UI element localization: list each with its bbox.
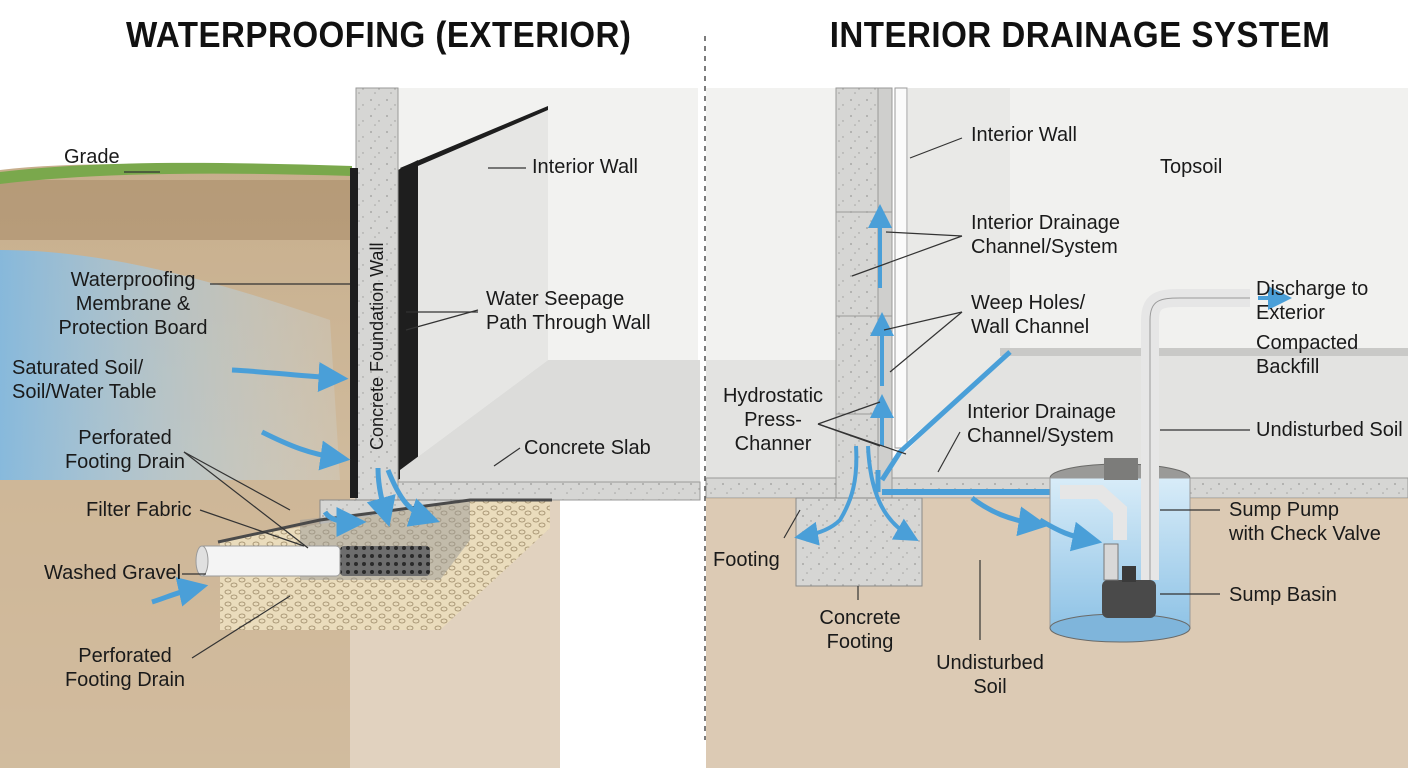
label-interior-drainage-channel-lower: Interior Drainage Channel/System (967, 401, 1116, 447)
label-concrete-foundation-wall: Concrete Foundation Wall (367, 242, 387, 450)
label-undisturbed-soil-bottom: Undisturbed Soil (936, 652, 1044, 698)
label-saturated-soil: Saturated Soil/ Soil/Water Table (12, 357, 157, 403)
label-interior-wall-left: Interior Wall (532, 156, 638, 178)
label-concrete-slab: Concrete Slab (524, 437, 651, 459)
label-sump-pump: Sump Pump with Check Valve (1229, 499, 1381, 545)
label-hydrostatic-pressure: Hydrostatic Press- Channer (722, 385, 824, 455)
label-sump-basin: Sump Basin (1229, 584, 1337, 606)
label-perforated-footing-drain-lower: Perforated Footing Drain (64, 645, 186, 691)
label-washed-gravel: Washed Gravel (44, 562, 182, 584)
title-exterior-waterproofing: WATERPROOFING (EXTERIOR) (125, 14, 632, 55)
label-weep-holes: Weep Holes/ Wall Channel (971, 292, 1090, 338)
label-compacted-backfill: Compacted Backfill (1256, 332, 1359, 378)
label-concrete-footing: Concrete Footing (819, 607, 901, 653)
label-interior-drainage-channel-upper: Interior Drainage Channel/System (971, 212, 1120, 258)
label-waterproofing-membrane: Waterproofing Membrane & Protection Boar… (58, 269, 208, 339)
label-undisturbed-soil-right: Undisturbed Soil (1256, 419, 1403, 441)
label-grade: Grade (64, 146, 120, 168)
label-footing: Footing (713, 549, 780, 571)
label-topsoil: Topsoil (1160, 156, 1223, 178)
label-interior-wall-right: Interior Wall (971, 124, 1077, 146)
label-water-seepage: Water Seepage Path Through Wall (486, 288, 651, 334)
label-perforated-footing-drain-upper: Perforated Footing Drain (64, 427, 186, 473)
label-discharge-to-exterior: Discharge to Exterior (1256, 278, 1369, 324)
label-filter-fabric: Filter Fabric (86, 499, 192, 521)
title-interior-drainage: INTERIOR DRAINAGE SYSTEM (829, 14, 1331, 55)
